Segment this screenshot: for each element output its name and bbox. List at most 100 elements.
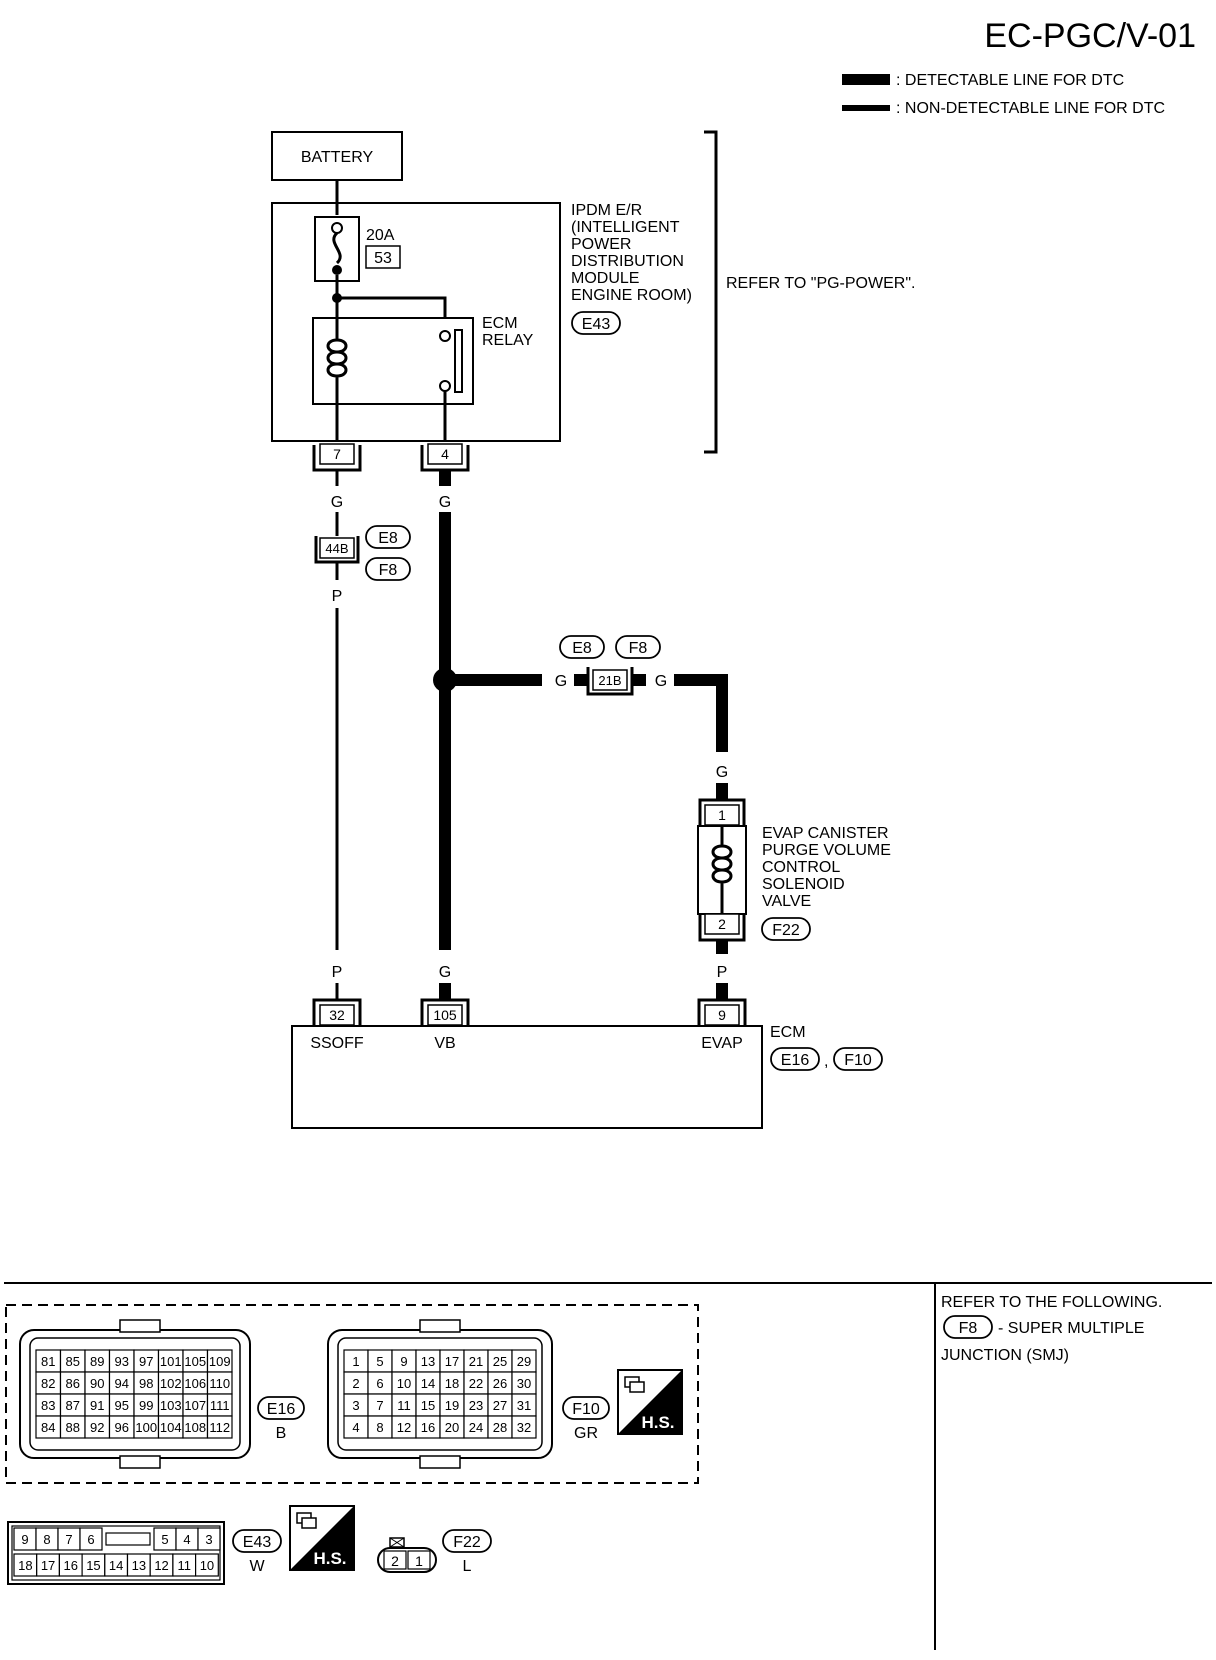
solenoid-pin-2-label: 2 <box>718 916 726 932</box>
refer-panel-connector-tag <box>943 1315 993 1339</box>
e16-pin-104: 104 <box>160 1420 182 1435</box>
solenoid-pin-2 <box>704 913 740 935</box>
solenoid-label-3: CONTROL <box>762 859 840 876</box>
f10-pin-3: 3 <box>352 1398 359 1413</box>
e16-pin-92: 92 <box>90 1420 104 1435</box>
f10-pin-31: 31 <box>517 1398 531 1413</box>
ipdm-label-3: POWER <box>571 236 631 253</box>
e16-pin-101: 101 <box>160 1354 182 1369</box>
joint-21b-connector-f8 <box>615 635 661 659</box>
battery-box <box>271 131 403 181</box>
ecm-terminal-evap: EVAP <box>701 1035 743 1052</box>
ipdm-label-5: MODULE <box>571 270 639 287</box>
f22-pin-1: 1 <box>415 1553 423 1569</box>
e43-pin-4: 4 <box>183 1532 190 1547</box>
ecm-terminal-105-pin: 105 <box>433 1007 457 1023</box>
e43-pin-16: 16 <box>64 1558 78 1573</box>
e43-pin-14: 14 <box>109 1558 123 1573</box>
ipdm-terminal-4 <box>427 443 463 465</box>
f10-pin-17: 17 <box>445 1354 459 1369</box>
fuse-number: 53 <box>374 250 392 267</box>
f22-pin-2: 2 <box>391 1553 399 1569</box>
f10-pin-13: 13 <box>421 1354 435 1369</box>
e16-pin-99: 99 <box>139 1398 153 1413</box>
ipdm-terminal-4-label: 4 <box>441 446 449 462</box>
ecm-connector-f10-label: F10 <box>844 1052 872 1069</box>
e43-pin-18: 18 <box>18 1558 32 1573</box>
e16-connector-id: E16 <box>267 1401 296 1418</box>
f10-connector-id: F10 <box>572 1401 600 1418</box>
e43-pin-11: 11 <box>178 1558 192 1573</box>
e16-pin-83: 83 <box>41 1398 55 1413</box>
solenoid-label-1: EVAP CANISTER <box>762 825 889 842</box>
legend-non-detectable-swatch <box>842 105 890 111</box>
e16-pin-88: 88 <box>66 1420 80 1435</box>
joint-44b-connector-f8 <box>365 557 411 581</box>
f10-pin-2: 2 <box>352 1376 359 1391</box>
fuse-number-box <box>365 245 401 269</box>
f10-pin-27: 27 <box>493 1398 507 1413</box>
e16-pin-90: 90 <box>90 1376 104 1391</box>
battery-label: BATTERY <box>301 149 374 166</box>
e16-pin-94: 94 <box>115 1376 129 1391</box>
hs-badge-icon-2: H.S. <box>289 1505 355 1571</box>
f10-pin-15: 15 <box>421 1398 435 1413</box>
ipdm-label-6: ENGINE ROOM) <box>571 287 692 304</box>
f10-pin-32: 32 <box>517 1420 531 1435</box>
e16-pin-112-cell <box>206 1415 233 1439</box>
e43-pin-3-cell <box>197 1527 221 1551</box>
e43-pin-17: 17 <box>41 1558 55 1573</box>
page-title: EC-PGC/V-01 <box>984 17 1196 55</box>
e16-pin-86: 86 <box>66 1376 80 1391</box>
e43-pin-15: 15 <box>86 1558 100 1573</box>
f10-pin-24: 24 <box>469 1420 483 1435</box>
e16-pin-106: 106 <box>184 1376 206 1391</box>
e16-pin-105: 105 <box>184 1354 206 1369</box>
e43-pin-5: 5 <box>161 1532 168 1547</box>
e43-pin-13: 13 <box>132 1558 146 1573</box>
f10-pin-10: 10 <box>397 1376 411 1391</box>
e43-connector-tag <box>232 1529 282 1553</box>
wire-color-g-branch-right: G <box>655 673 667 690</box>
solenoid-label-2: PURGE VOLUME <box>762 842 891 859</box>
joint-21b-connector-e8 <box>559 635 605 659</box>
f10-pin-30: 30 <box>517 1376 531 1391</box>
solenoid-connector-id: F22 <box>772 922 800 939</box>
e16-pin-85: 85 <box>66 1354 80 1369</box>
e16-pin-97: 97 <box>139 1354 153 1369</box>
ecm-relay-label-1: ECM <box>482 315 518 332</box>
ecm-terminal-ssoff: SSOFF <box>310 1035 364 1052</box>
e43-pin-3: 3 <box>205 1532 212 1547</box>
ecm-connector-f10 <box>833 1047 883 1071</box>
e43-key-slot <box>105 1532 151 1546</box>
e16-pin-102: 102 <box>160 1376 182 1391</box>
e16-pin-107: 107 <box>184 1398 206 1413</box>
e16-pin-112: 112 <box>209 1420 230 1435</box>
e43-pin-6: 6 <box>87 1532 94 1547</box>
e43-connector-color: W <box>249 1558 265 1575</box>
f10-pin-16: 16 <box>421 1420 435 1435</box>
e16-connector-color: B <box>276 1425 287 1442</box>
e16-connector-tag <box>257 1396 305 1420</box>
fuse-rating: 20A <box>366 227 395 244</box>
ipdm-label-1: IPDM E/R <box>571 202 642 219</box>
f10-pin-7: 7 <box>376 1398 383 1413</box>
joint-44b-pin: 44B <box>325 541 348 556</box>
refer-panel-line3: JUNCTION (SMJ) <box>941 1347 1069 1364</box>
f10-pin-28: 28 <box>493 1420 507 1435</box>
f10-pin-32-cell <box>511 1415 537 1439</box>
f10-pin-20: 20 <box>445 1420 459 1435</box>
f10-pin-8: 8 <box>376 1420 383 1435</box>
f10-pin-11: 11 <box>397 1398 411 1413</box>
f10-pin-29: 29 <box>517 1354 531 1369</box>
e16-pin-93: 93 <box>115 1354 129 1369</box>
wire-color-p-solenoid: P <box>717 964 728 981</box>
joint-21b <box>592 669 628 691</box>
e16-pin-98: 98 <box>139 1376 153 1391</box>
hs-badge-text-2: H.S. <box>313 1549 346 1568</box>
f10-pin-1: 1 <box>352 1354 359 1369</box>
e16-pin-109: 109 <box>209 1354 231 1369</box>
